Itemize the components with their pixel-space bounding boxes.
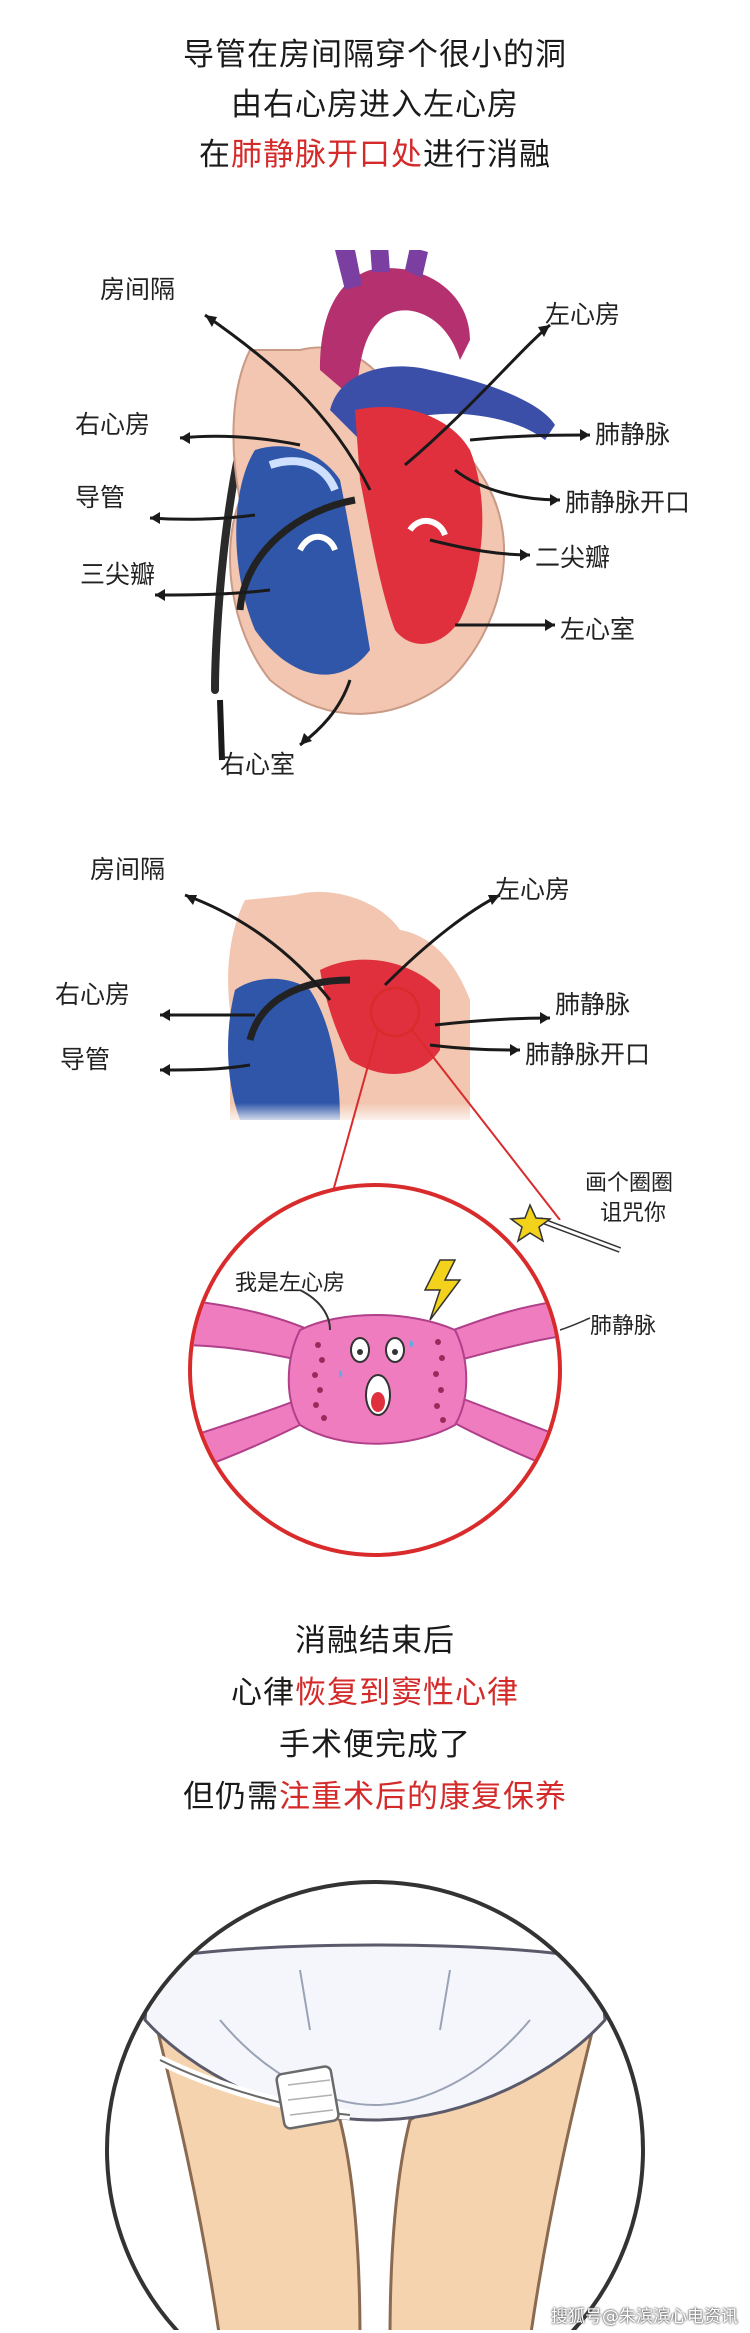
h2-label-septum: 房间隔 [90, 855, 166, 884]
outro-highlight-2: 注重术后的康复保养 [279, 1779, 567, 1815]
outro-line-1: 消融结束后 [295, 1623, 455, 1659]
outro-line-4: 但仍需注重术后的康复保养 [183, 1779, 567, 1815]
h2-label-left-atrium: 左心房 [495, 875, 571, 904]
h1-label-septum: 房间隔 [100, 275, 176, 304]
intro-highlight: 肺静脉开口处 [231, 137, 423, 173]
wand-text-2: 诅咒你 [600, 1201, 667, 1226]
h1-label-pv-opening: 肺静脉开口 [565, 488, 691, 517]
heart-diagram-1 [149, 250, 591, 761]
h1-label-tricuspid: 三尖瓣 [80, 560, 156, 589]
intro-line-1: 导管在房间隔穿个很小的洞 [183, 37, 567, 73]
h2-label-pulmonary-vein: 肺静脉 [555, 990, 631, 1019]
h1-label-right-ventricle: 右心室 [220, 750, 296, 779]
outro-line-2: 心律恢复到窦性心律 [231, 1675, 519, 1711]
h2-label-catheter: 导管 [60, 1045, 111, 1074]
intro-line-3: 在肺静脉开口处进行消融 [199, 137, 551, 173]
h1-label-left-ventricle: 左心室 [560, 615, 636, 644]
outro-highlight-1: 恢复到窦性心律 [295, 1675, 519, 1711]
h2-label-pv-opening: 肺静脉开口 [525, 1040, 651, 1069]
recovery-illustration [105, 1880, 645, 2330]
vein-text: 肺静脉 [590, 1314, 657, 1339]
h1-label-pulmonary-vein: 肺静脉 [595, 420, 671, 449]
heart-diagram-2 [159, 891, 561, 1220]
zoom-circle-cartoon [188, 1183, 622, 1557]
watermark: 搜狐号@朱滨滨心电资讯 [551, 2307, 738, 2327]
outro-text: 消融结束后 心律恢复到窦性心律 手术便完成了 但仍需注重术后的康复保养 [0, 1615, 750, 1823]
h1-label-right-atrium: 右心房 [75, 410, 151, 439]
intro-text: 导管在房间隔穿个很小的洞 由右心房进入左心房 在肺静脉开口处进行消融 [0, 30, 750, 180]
intro-line-2: 由右心房进入左心房 [231, 87, 519, 123]
wand-text-1: 画个圈圈 [585, 1171, 674, 1196]
speech-text: 我是左心房 [235, 1271, 346, 1296]
h2-label-right-atrium: 右心房 [55, 980, 131, 1009]
outro-line-3: 手术便完成了 [279, 1727, 471, 1763]
h1-label-catheter: 导管 [75, 483, 126, 512]
h1-label-mitral: 二尖瓣 [535, 543, 611, 572]
h1-label-left-atrium: 左心房 [545, 300, 621, 329]
